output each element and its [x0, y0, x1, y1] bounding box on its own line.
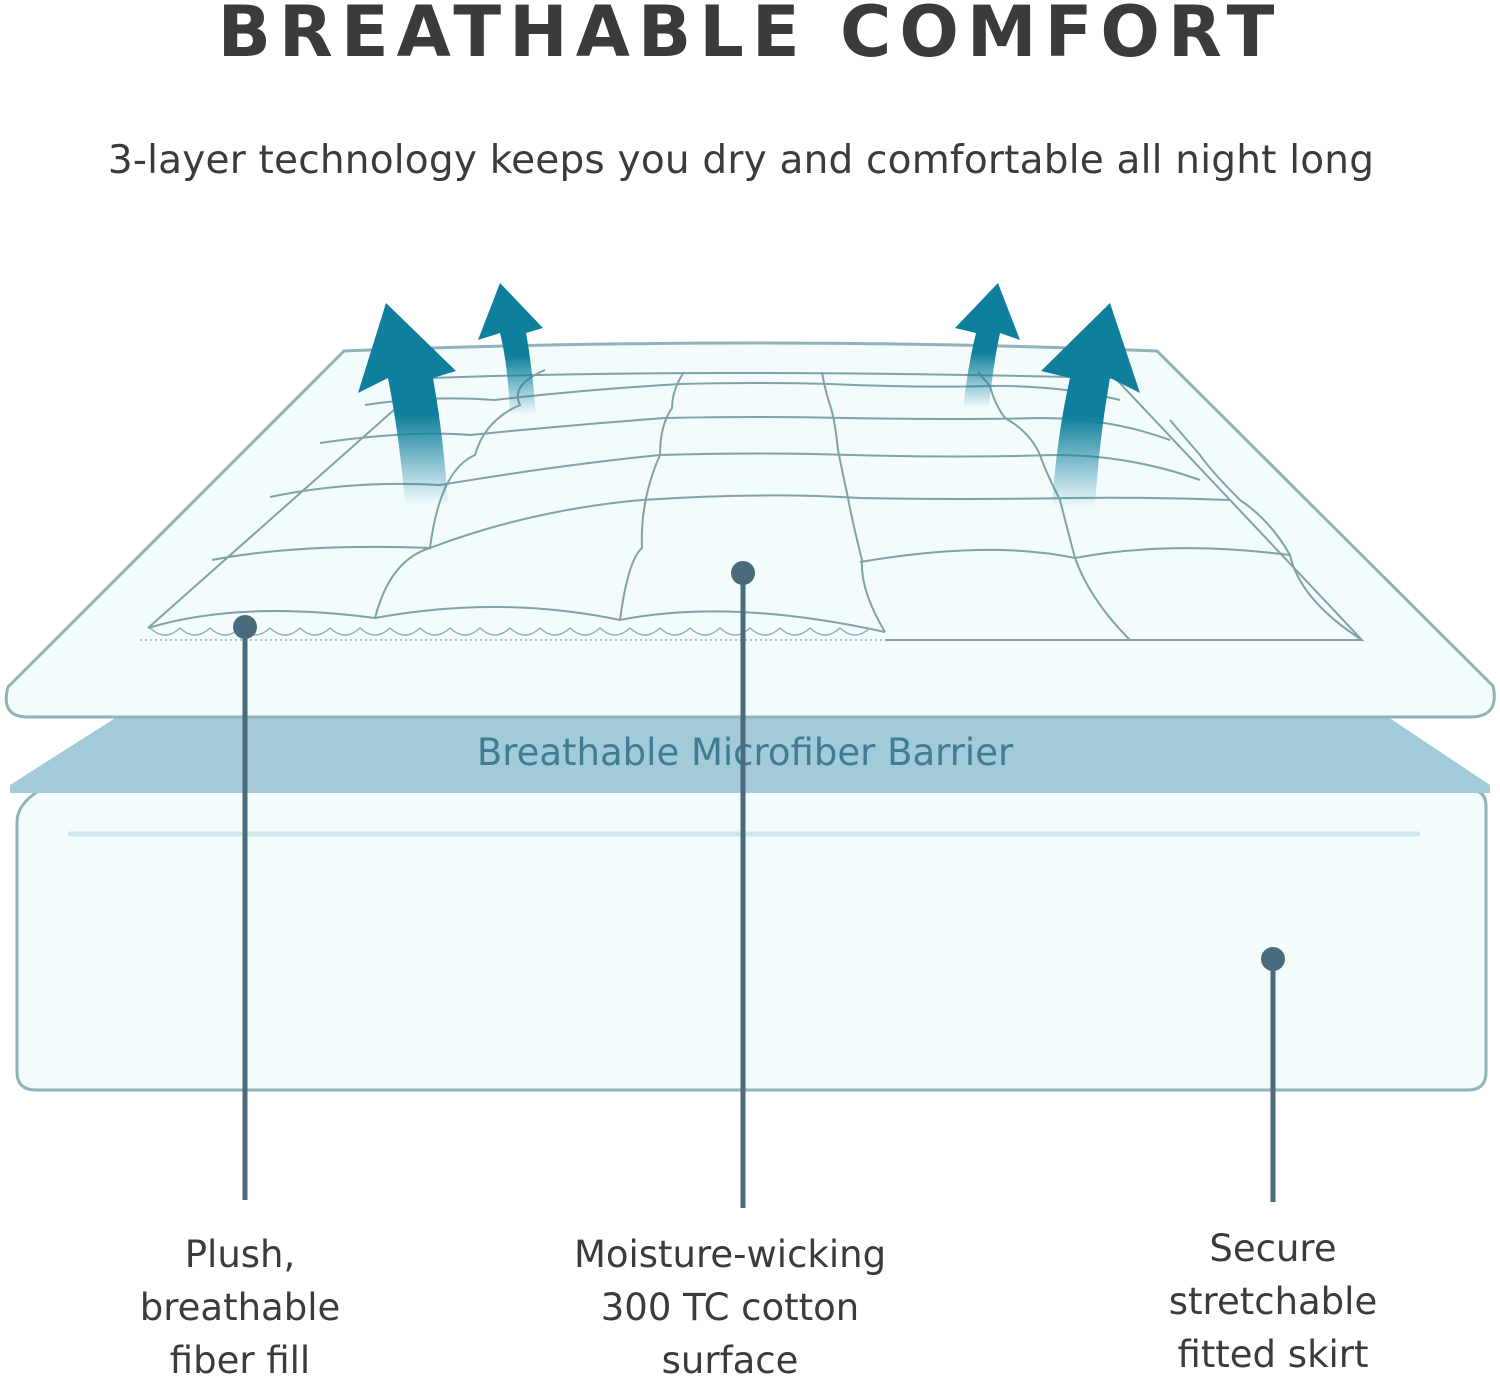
leader-lines [233, 561, 1285, 1208]
callout-line: fiber fill [169, 1339, 311, 1382]
leader-dot-fiber-fill [233, 615, 257, 639]
callout-line: 300 TC cotton [600, 1286, 860, 1329]
page-title: BREATHABLE COMFORT [217, 0, 1283, 73]
callout-line: stretchable [1168, 1280, 1378, 1323]
page-subtitle: 3-layer technology keeps you dry and com… [107, 138, 1375, 183]
callout-fitted-skirt: Secure stretchable fitted skirt [1123, 1222, 1423, 1381]
arrow-up-icon [1041, 303, 1140, 508]
callout-fiber-fill: Plush, breathable fiber fill [90, 1228, 390, 1387]
leader-dot-fitted-skirt [1261, 947, 1285, 971]
arrow-up-icon [478, 283, 543, 415]
leader-dot-cotton-surface [731, 561, 755, 585]
callout-line: fitted skirt [1177, 1333, 1369, 1376]
microfiber-barrier-layer [10, 715, 1490, 793]
callout-line: surface [661, 1339, 799, 1382]
callout-line: Secure [1209, 1227, 1337, 1270]
fiber-fill-edge [149, 626, 871, 636]
fitted-skirt-layer [15, 788, 1488, 1092]
callout-line: Plush, [184, 1233, 296, 1276]
arrow-up-icon [358, 303, 456, 505]
callout-line: breathable [139, 1286, 341, 1329]
airflow-arrows [358, 283, 1140, 508]
quilting-pattern [147, 369, 1365, 641]
arrow-up-icon [955, 283, 1020, 408]
top-quilted-layer [4, 341, 1496, 719]
callout-line: Moisture-wicking [573, 1233, 887, 1276]
callout-cotton-surface: Moisture-wicking 300 TC cotton surface [520, 1228, 940, 1387]
